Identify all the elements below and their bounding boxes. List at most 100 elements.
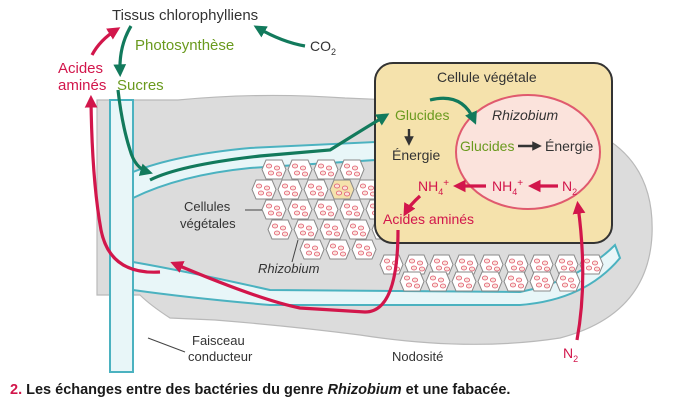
rhizobium-dot bbox=[273, 165, 280, 171]
rhizobium-dot bbox=[361, 190, 368, 196]
rhizobium-dot bbox=[493, 266, 500, 272]
rhizobium-dot bbox=[341, 185, 348, 191]
plant-cell bbox=[399, 271, 425, 292]
rhizobium-dot bbox=[299, 230, 306, 236]
rhizobium-dot bbox=[509, 282, 516, 288]
plant-cell bbox=[425, 271, 451, 292]
rhizobium-dot bbox=[339, 251, 346, 257]
plant-cell bbox=[555, 271, 581, 292]
plant-cell bbox=[554, 254, 579, 275]
rhizobium-dot bbox=[345, 170, 352, 176]
rhizobium-dot bbox=[265, 163, 272, 169]
plant-cell bbox=[251, 179, 277, 200]
label-co2: CO2 bbox=[310, 38, 336, 57]
rhizobium-dot bbox=[343, 163, 350, 169]
rhizobium-dot bbox=[301, 171, 308, 177]
rhizobium-dot bbox=[466, 260, 473, 266]
plant-cell bbox=[339, 199, 365, 220]
rhizobium-dot bbox=[351, 165, 358, 171]
label-energie-left: Énergie bbox=[392, 147, 440, 163]
rhizobium-dot bbox=[353, 211, 360, 217]
plant-cell bbox=[329, 179, 355, 200]
rhizobium-dot bbox=[329, 243, 336, 249]
rhizobium-dot bbox=[357, 225, 364, 231]
arrow-vessel-up-to-acides bbox=[84, 94, 161, 274]
rhizobium-dot bbox=[439, 283, 446, 289]
rhizobium-dot bbox=[333, 183, 340, 189]
rhizobium-dot bbox=[431, 282, 438, 288]
rhizobium-dot bbox=[570, 283, 577, 289]
label-rhizobium-inner: Rhizobium bbox=[492, 107, 558, 123]
rhizobium-dot bbox=[383, 258, 390, 264]
rhizobium-dot bbox=[317, 203, 324, 209]
rhizobium-dot bbox=[435, 265, 442, 271]
label-faisceau-line1: Faisceau bbox=[192, 333, 245, 348]
rhizobium-dot bbox=[335, 190, 342, 196]
plant-cell bbox=[267, 219, 293, 240]
rhizobium-dot bbox=[331, 250, 338, 256]
caption-number: 2. bbox=[10, 382, 22, 398]
rhizobium-dot bbox=[403, 275, 410, 281]
rhizobium-dot bbox=[491, 283, 498, 289]
label-acides-amines-line2: aminés bbox=[58, 77, 106, 94]
rhizobium-dot bbox=[349, 223, 356, 229]
plant-cell bbox=[479, 254, 504, 275]
label-faisceau-line2: conducteur bbox=[188, 349, 253, 364]
plant-cell bbox=[504, 254, 529, 275]
rhizobium-dot bbox=[405, 282, 412, 288]
rhizobium-dot bbox=[299, 205, 306, 211]
rhizobium-dot bbox=[315, 185, 322, 191]
plant-cell bbox=[287, 199, 313, 220]
rhizobium-dot bbox=[267, 210, 274, 216]
rhizobium-dot bbox=[343, 203, 350, 209]
label-n2-inner: N2 bbox=[562, 178, 577, 197]
rhizobium-dot bbox=[536, 265, 543, 271]
label-photosynthese: Photosynthèse bbox=[135, 37, 234, 54]
rhizobium-dot bbox=[411, 277, 418, 283]
plant-cell bbox=[303, 179, 329, 200]
rhizobium-dot bbox=[465, 283, 472, 289]
rhizobium-dot bbox=[365, 251, 372, 257]
rhizobium-dot bbox=[255, 183, 262, 189]
arrow-nh4-cell-to-acides-amines bbox=[403, 194, 422, 217]
rhizobium-dot bbox=[257, 190, 264, 196]
arrow-glucides-to-rhizobium bbox=[429, 96, 477, 125]
rhizobium-dot bbox=[351, 230, 358, 236]
vascular-bundle-upper-branch bbox=[132, 140, 376, 200]
rhizobium-dot bbox=[413, 283, 420, 289]
leader-faisceau bbox=[147, 337, 186, 353]
label-nodosite: Nodosité bbox=[392, 349, 443, 364]
plant-cell bbox=[345, 219, 371, 240]
label-sucres: Sucres bbox=[117, 77, 164, 94]
rhizobium-dot bbox=[291, 203, 298, 209]
label-glucides-left: Glucides bbox=[395, 107, 449, 123]
rhizobium-dot bbox=[283, 190, 290, 196]
rhizobium-dot bbox=[594, 266, 601, 272]
rhizobium-dot bbox=[367, 185, 374, 191]
plant-cell bbox=[529, 271, 555, 292]
rhizobium-dot bbox=[517, 260, 524, 266]
rhizobium-dot bbox=[416, 260, 423, 266]
arrow-sucres-to-glucides bbox=[149, 113, 390, 182]
rhizobium-dot bbox=[359, 231, 366, 237]
rhizobium-dot bbox=[355, 243, 362, 249]
rhizobium-dot bbox=[325, 205, 332, 211]
rhizobium-dot bbox=[568, 277, 575, 283]
rhizobium-dot bbox=[441, 260, 448, 266]
rhizobium-dot bbox=[457, 282, 464, 288]
rhizobium-dot bbox=[291, 191, 298, 197]
rhizobium-dot bbox=[458, 258, 465, 264]
arrow-n2-bottom-to-rhizobium bbox=[572, 200, 586, 341]
rhizobium-dot bbox=[408, 258, 415, 264]
rhizobium-dot bbox=[273, 205, 280, 211]
label-acides-amines-cell: Acides aminés bbox=[383, 211, 474, 227]
rhizobium-dot bbox=[536, 282, 543, 288]
plant-cell bbox=[287, 159, 313, 180]
rhizobium-dot bbox=[275, 211, 282, 217]
vascular-bundle-vertical bbox=[109, 99, 134, 373]
rhizobium-dot bbox=[519, 266, 526, 272]
rhizobium-dot bbox=[337, 245, 344, 251]
plant-cell bbox=[429, 254, 454, 275]
